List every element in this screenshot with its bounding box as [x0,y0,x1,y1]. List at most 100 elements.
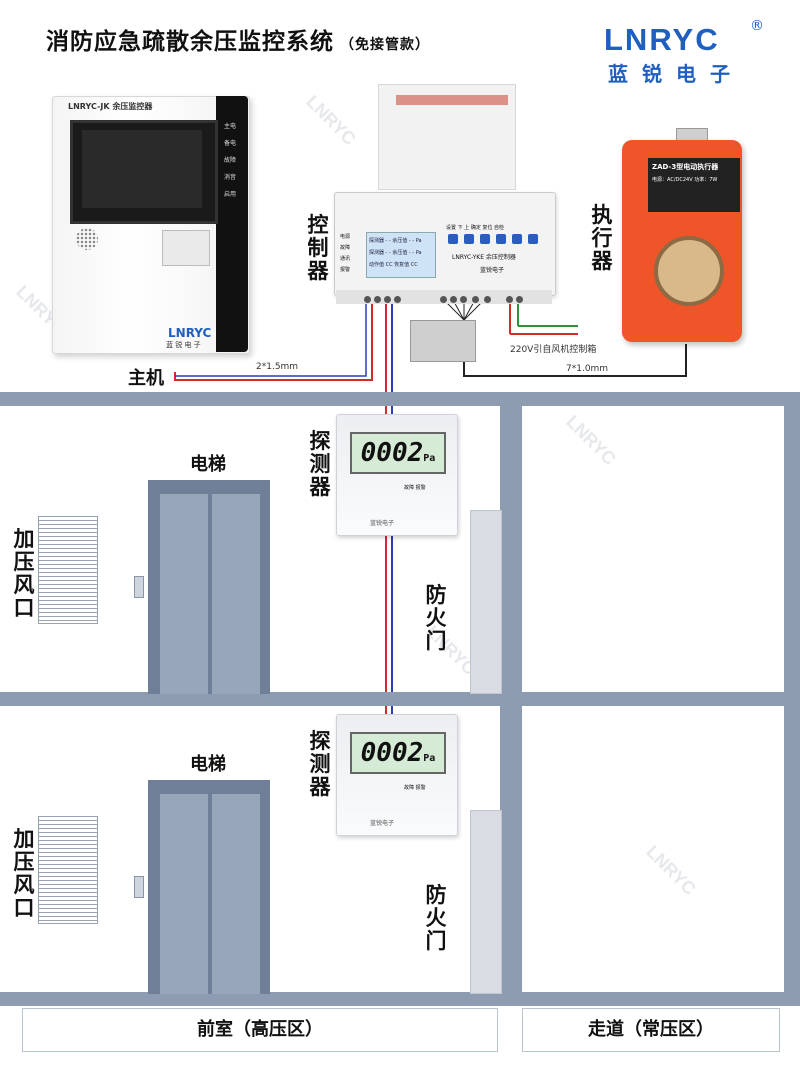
outer-wall [784,392,800,1006]
elevator-door-left [160,794,208,994]
terminal [460,296,467,303]
elevator-label: 电梯 [190,454,226,475]
elevator-door-right [212,494,260,694]
actuator-shaft [654,236,724,306]
detector-display: 0002Pa [350,732,446,774]
controller-brand: 蓝锐电子 [480,267,505,274]
controller-button [448,234,458,244]
controller-led-label: 电源 [340,234,351,240]
host-led-label: 故障 [224,157,237,164]
controller-led-label: 故障 [340,245,351,251]
fire-door-label: 防火门 [425,883,447,953]
controller-led-label: 报警 [340,267,351,273]
elevator-label: 电梯 [190,754,226,775]
logo-chinese: 蓝锐电子 [608,62,744,86]
detector-led-label: 故障 [404,785,415,791]
vent-label: 加压风口 [13,827,35,920]
actuator-spec: 电源：AC/DC24V 功率：7W [652,177,718,183]
title-subtitle: （免接管款） [340,37,430,53]
host-ctl-wire-blue [175,298,367,377]
controller-lcd-text: 探测器 - - 余压值 - - Pa 探测器 - - 余压值 - - Pa 动作… [369,235,422,271]
floor-slab [0,392,800,406]
detector-led-labels: 故障 报警 [404,484,426,491]
fan-box-wire-label: 220V引自风机控制箱 [510,345,597,355]
detector-display: 0002Pa [350,432,446,474]
host-side-panel [216,96,248,352]
terminal [472,296,479,303]
detector-label: 探测器 [309,729,331,799]
nameplate [410,320,476,362]
host-wire-spec: 2*1.5mm [256,362,299,372]
button-label: 复位 [482,225,493,231]
detector-reading: 0002 [360,738,424,768]
controller-left-leds: 电源 故障 通讯 报警 [340,232,350,276]
logo-registered-mark: ® [750,18,764,34]
detector-reading: 0002 [360,438,424,468]
controller-panel-stripe [396,95,508,105]
detector-unit: Pa [423,453,436,464]
page-title: 消防应急疏散余压监控系统 （免接管款） [46,22,430,56]
controller-button [512,234,522,244]
host-led-label: 主电 [224,123,237,130]
detector-led-label: 报警 [415,485,426,491]
actuator-label: 执行器 [591,203,613,273]
speaker-icon [76,228,98,250]
detector-led-label: 报警 [415,785,426,791]
lcd-row: 探测器 - - 余压值 - - Pa [369,250,422,256]
controller-label: 控制器 [307,213,329,283]
title-text: 消防应急疏散余压监控系统 [46,29,334,55]
fire-door [470,810,502,994]
controller-led-label: 通讯 [340,256,351,262]
pressurized-vent [38,516,98,624]
controller-model-label: LNRYC-YKE 余压控制器 [452,254,516,261]
detector-brand: 蓝锐电子 [370,520,395,527]
fire-door-label: 防火门 [425,583,447,653]
button-label: 下 [457,225,463,231]
button-label: 上 [464,225,470,231]
host-led-label: 启用 [224,191,237,198]
host-model-label: LNRYC-JK 余压监控器 [68,102,153,111]
elevator-door-left [160,494,208,694]
host-led-label: 备电 [224,140,237,147]
controller-button-labels: 设置 下 上 确定 复位 自检 [446,224,546,231]
terminal [384,296,391,303]
actuator-wire-spec: 7*1.0mm [566,364,609,374]
controller-button [480,234,490,244]
fire-door [470,510,502,694]
terminal [374,296,381,303]
button-label: 自检 [494,225,505,231]
detector-brand: 蓝锐电子 [370,820,395,827]
brand-logo: LNRYC ® 蓝锐电子 [604,18,764,86]
detector-label: 探测器 [309,429,331,499]
zone-front-room: 前室（高压区） [22,1008,498,1052]
actuator-nameplate [648,158,740,212]
host-brand: LNRYC [168,326,212,340]
terminal [394,296,401,303]
zone-corridor: 走道（常压区） [522,1008,780,1052]
elevator-call-button [134,576,144,598]
controller-button [528,234,538,244]
terminal [484,296,491,303]
detector-led-label: 故障 [404,485,415,491]
controller-button [496,234,506,244]
host-screen-inner [82,130,202,208]
controller-lcd [366,232,436,278]
vent-label: 加压风口 [13,527,35,620]
button-label: 设置 [446,225,457,231]
detector-led-labels: 故障 报警 [404,784,426,791]
button-label: 确定 [470,225,481,231]
elevator-call-button [134,876,144,898]
logo-text: LNRYC [604,22,720,57]
detector-unit: Pa [423,753,436,764]
floor-slab [0,992,800,1006]
lcd-row: 探测器 - - 余压值 - - Pa [369,238,422,244]
partition-wall [500,392,522,1006]
terminal [506,296,513,303]
pressurized-vent [38,816,98,924]
actuator-model: ZAD-3型电动执行器 [652,163,719,171]
host-brand-cn: 蓝 锐 电 子 [166,341,201,349]
host-led-labels: 主电 备电 故障 消音 启用 [224,118,244,203]
printer-slot [162,230,210,266]
host-led-label: 消音 [224,174,237,181]
